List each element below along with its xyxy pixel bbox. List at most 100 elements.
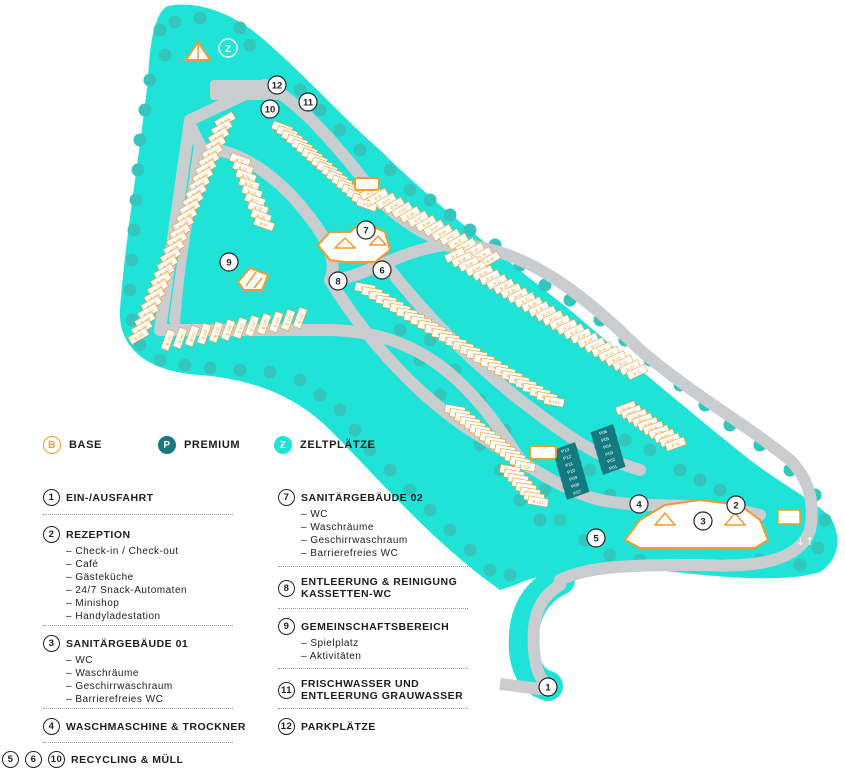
- pitch-label: B 08: [632, 412, 642, 420]
- legend-title: SANITÄRGEBÄUDE 01: [66, 637, 189, 650]
- pitch-label: B 160: [184, 203, 196, 213]
- tree: [363, 443, 377, 457]
- pitch-label: B 14: [611, 355, 621, 363]
- marker-6: 6: [372, 260, 392, 280]
- marker-badge: 3: [43, 635, 60, 652]
- svg-text:6: 6: [379, 266, 384, 277]
- marker-3: 3: [693, 511, 713, 531]
- marker-4: 4: [629, 494, 649, 514]
- pitch-label: B 18: [583, 337, 593, 345]
- pitch-label: B 157: [175, 227, 187, 237]
- tree: [178, 358, 192, 372]
- svg-text:Z: Z: [225, 44, 231, 55]
- tree: [333, 403, 347, 417]
- premium-pitch: P11: [556, 456, 582, 472]
- pitch-label: B 158: [178, 219, 190, 229]
- legend-title: ENTLEERUNG & REINIGUNG: [301, 576, 458, 588]
- marker-badge: 8: [278, 579, 295, 597]
- tree: [463, 543, 477, 557]
- marker-badge: 4: [43, 718, 60, 735]
- pitch-label: B 80: [259, 221, 269, 229]
- premium-pitch-label: P12: [563, 454, 573, 462]
- svg-text:↓↑: ↓↑: [796, 535, 814, 548]
- premium-pitch: P10: [558, 463, 584, 479]
- pitch-label: B 20: [569, 328, 579, 336]
- pitch-label: B 165: [200, 163, 212, 173]
- tree: [393, 323, 407, 337]
- marker-badge: 5: [2, 751, 19, 768]
- marker-badge: 7: [278, 489, 295, 506]
- tree: [443, 208, 457, 222]
- pitch-label: B 123: [519, 463, 531, 470]
- marker-badge: 11: [278, 681, 295, 699]
- svg-text:2: 2: [733, 501, 738, 512]
- marker-badge: 9: [278, 618, 295, 635]
- tree: [383, 463, 397, 477]
- pitch-plot: B 140: [196, 322, 212, 346]
- svg-text:4: 4: [636, 500, 642, 511]
- tent-symbol: [184, 40, 212, 61]
- pitch-label: B 54: [362, 201, 372, 209]
- divider: [43, 742, 233, 743]
- svg-text:3: 3: [700, 517, 705, 528]
- premium-pitch: P07: [564, 484, 590, 500]
- pitch-label: B 161: [187, 195, 199, 205]
- legend-subitem: Geschirrwaschraum: [66, 680, 188, 693]
- pitch-label: B 25: [534, 305, 544, 313]
- svg-text:1: 1: [545, 683, 551, 694]
- pitch-label: B 21: [562, 323, 572, 331]
- tree: [153, 23, 167, 37]
- pitch-label: B 144: [133, 331, 145, 341]
- pitch-plot: B 135: [256, 312, 272, 336]
- pitch-label: B 27: [520, 296, 530, 304]
- legend-subitem: Barrierefreies WC: [66, 693, 188, 706]
- marker-badge: 1: [43, 489, 60, 506]
- premium-pitch-label: P03: [605, 450, 615, 458]
- tree: [553, 513, 567, 527]
- legend-subitem: Café: [66, 558, 187, 571]
- pitch-label: B 76: [247, 189, 257, 197]
- premium-pitch: P06: [590, 424, 616, 440]
- pitch-label: B 36: [457, 256, 467, 264]
- pitch-label: B 150: [152, 283, 164, 293]
- legend-title: EIN-/AUSFAHRT: [66, 491, 154, 504]
- pitch-label: B 50: [389, 201, 399, 210]
- pitch-label: B 11: [633, 368, 643, 376]
- pitch-label: B 72: [235, 157, 245, 165]
- pitch-label: B 31: [492, 278, 502, 286]
- pitch-plot: B 142: [172, 326, 188, 350]
- premium-icon: P: [158, 436, 176, 454]
- tree: [618, 433, 632, 447]
- pitch-label: B 171: [219, 115, 231, 125]
- pitch-plot: B 133: [280, 308, 296, 332]
- premium-pitch-label: P04: [603, 443, 613, 451]
- pitch-label: B 163: [194, 179, 206, 189]
- legend-subitem: Handyladestation: [66, 610, 187, 623]
- tree: [293, 373, 307, 387]
- pitch-label: B 49: [397, 206, 407, 215]
- tree: [463, 223, 477, 237]
- pitch-label: B 153: [162, 259, 174, 269]
- pitch-label: B 38: [485, 255, 495, 264]
- pitch-label: B 152: [159, 267, 171, 277]
- divider: [43, 625, 233, 626]
- pitch-label: B 132: [296, 312, 305, 324]
- legend-title: FRISCHWASSER UND: [301, 678, 420, 690]
- pitch-label: B 05: [649, 424, 659, 432]
- tree: [168, 15, 182, 29]
- legend-item-1: 1 EIN-/AUSFAHRT: [43, 489, 154, 506]
- tree: [233, 21, 247, 35]
- pitch-label: B 151: [155, 275, 167, 285]
- pitch-label: B 41: [461, 242, 471, 251]
- pitch-label: B 17: [590, 341, 600, 349]
- pitch-label: B 51: [381, 197, 391, 206]
- pitch-plot: B 01: [664, 436, 687, 452]
- tree: [193, 11, 207, 25]
- premium-pitch: P09: [560, 470, 586, 486]
- tree: [818, 513, 832, 527]
- tree: [403, 483, 417, 497]
- pitch-label: B 143: [164, 334, 173, 346]
- tree: [131, 163, 145, 177]
- marker-badge: 10: [48, 751, 65, 768]
